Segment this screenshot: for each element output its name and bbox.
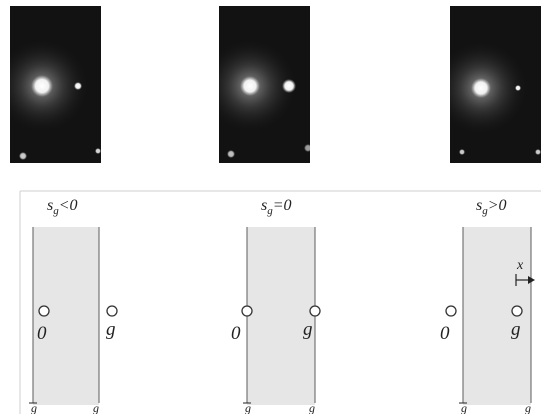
origin-spot [241,305,253,317]
origin-label: 0 [231,323,241,344]
origin-spot [38,305,50,317]
origin-label: 0 [440,323,450,344]
x-marker: x [515,258,535,286]
right-edge-label: g [93,401,99,414]
g-spot [309,305,321,317]
panel-zero: sg=0 0 g g g [231,197,321,414]
x-label: x [516,258,524,273]
svg-text:g: g [461,401,467,414]
right-edge-label: g [525,401,531,414]
excitation-error-diagram: sg<0 0 g g g sg=0 0 g g g sg [19,190,541,414]
ewald-band [463,227,531,405]
panel-1-condition: sg<0 [47,197,78,217]
diffraction-image-3 [450,6,541,163]
panel-negative: sg<0 0 g g g [29,197,118,414]
panel-3-condition: sg>0 [476,197,507,217]
left-edge-label: g [29,401,37,414]
x-arrow-icon [528,276,535,284]
origin-label: 0 [37,323,47,344]
g-label: g [511,319,521,340]
svg-text:g: g [245,401,251,414]
panel-2-condition: sg=0 [261,197,292,217]
diffraction-image-1 [10,6,101,163]
diffraction-image-2 [219,6,310,163]
origin-spot [445,305,457,317]
g-spot [106,305,118,317]
svg-text:g: g [31,401,37,414]
g-spot [511,305,523,317]
g-label: g [106,319,116,340]
left-edge-label: g [243,401,251,414]
left-edge-label: g [459,401,467,414]
panel-positive: sg>0 0 g x g g [440,197,535,414]
g-label: g [303,319,313,340]
ewald-band [247,227,315,405]
right-edge-label: g [309,401,315,414]
